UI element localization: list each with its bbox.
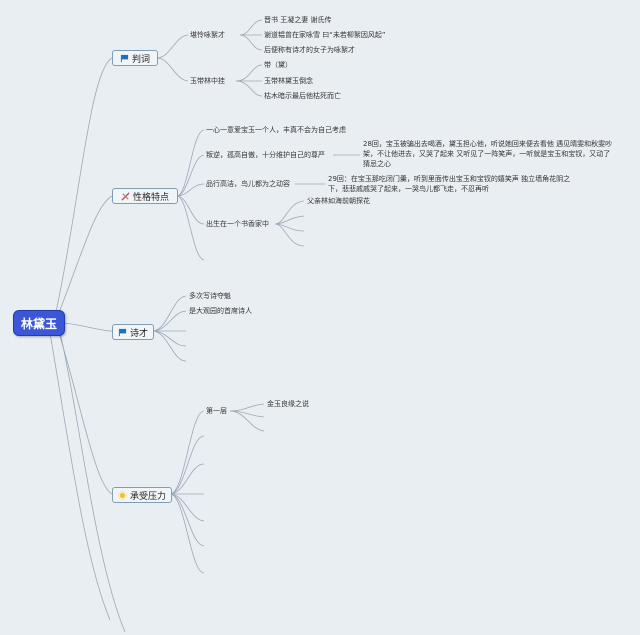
connector-t2-pinxing — [176, 183, 205, 197]
connector-root-empty-2 — [59, 331, 126, 633]
topic-panci-label: 判词 — [131, 54, 150, 65]
connector-t2-chusheng — [176, 195, 205, 225]
connector-chusheng-empty-3 — [274, 223, 305, 247]
node-chusheng[interactable]: 出生在一个书香家中 — [206, 220, 269, 228]
connector-yongxu-3 — [239, 34, 263, 51]
node-panni[interactable]: 叛逆，孤高自傲，十分维护自己的尊严 — [206, 151, 325, 159]
flag-icon — [120, 54, 129, 62]
node-jinyu[interactable]: 金玉良缘之说 — [267, 400, 309, 408]
node-diyiceng[interactable]: 第一层 — [206, 407, 227, 415]
connector-t2-xinyi — [176, 129, 205, 197]
node-shi-1[interactable]: 多次写诗夺魁 — [189, 292, 231, 300]
node-yongxu-2[interactable]: 谢道韫曾在家咏雪 曰“未若柳絮因风起” — [264, 31, 386, 39]
connector-root-empty-1 — [49, 332, 111, 621]
connector-yongxu-1 — [239, 19, 263, 36]
topic-shicai[interactable]: 诗才 — [112, 324, 154, 340]
topic-shicai-label: 诗才 — [129, 328, 148, 339]
root-node[interactable]: 林黛玉 — [13, 310, 65, 336]
node-yudai[interactable]: 玉带林中挂 — [190, 77, 225, 85]
connector-yudai-3 — [235, 80, 263, 97]
topic-xingge[interactable]: 性格特点 — [112, 188, 178, 204]
node-yongxu-1[interactable]: 晋书 王凝之妻 谢氏传 — [264, 16, 332, 24]
topic-panci[interactable]: 判词 — [112, 50, 158, 66]
node-yudai-2[interactable]: 玉带林黛玉倒念 — [264, 77, 313, 85]
connector-t4-empty-1 — [169, 435, 205, 495]
node-chusheng-1[interactable]: 父亲林如海前朝探花 — [307, 197, 370, 205]
connector-t3-shi2 — [151, 310, 187, 332]
connector-t4-empty-5 — [169, 493, 205, 547]
topic-xingge-label: 性格特点 — [132, 192, 169, 203]
connector-t3-shi1 — [151, 295, 187, 332]
connector-root-t3 — [62, 322, 113, 332]
node-panni-detail-2[interactable]: 架，不让他进去，又哭了起来 又听见了一阵笑声，一听就是宝玉和宝钗，又动了 — [363, 150, 611, 158]
node-yongxu[interactable]: 堪怜咏絮才 — [190, 31, 225, 39]
node-yudai-1[interactable]: 带（黛） — [264, 61, 292, 69]
node-pinxing-detail-1[interactable]: 29回：在宝玉那吃闭门羹，听到里面传出宝玉和宝钗的嬉笑声 独立墙角花阴之 — [328, 175, 571, 183]
connector-diyiceng-jinyu — [229, 403, 265, 412]
node-panni-detail-3[interactable]: 猜忌之心 — [363, 160, 391, 168]
node-panni-detail-1[interactable]: 28回，宝玉被骗出去喝酒，黛玉担心他，听说她回来便去看他 遇见晴雯和秋雯吵 — [363, 140, 613, 148]
topic-yali[interactable]: 承受压力 — [112, 487, 172, 503]
connector-diyiceng-empty-2 — [229, 410, 265, 432]
tools-icon — [121, 191, 130, 201]
connector-root-t2 — [57, 195, 113, 316]
connector-t4-diyiceng — [169, 410, 205, 495]
connector-lines — [49, 19, 360, 633]
node-shi-2[interactable]: 是大观园的首席诗人 — [189, 307, 252, 315]
sun-icon — [118, 490, 127, 500]
node-yudai-3[interactable]: 枯木暗示最后他枯死而亡 — [264, 92, 341, 100]
connector-root-t4 — [57, 329, 113, 495]
connector-t4-empty-2 — [169, 463, 205, 495]
connector-chusheng-1 — [274, 200, 305, 225]
topic-yali-label: 承受压力 — [129, 491, 166, 502]
connector-t1-yudai — [156, 57, 189, 82]
connector-t4-empty-4 — [169, 493, 205, 522]
root-label: 林黛玉 — [20, 316, 57, 331]
connector-t1-yongxu — [156, 34, 189, 59]
connector-t4-empty-6 — [169, 493, 205, 574]
node-xinyi[interactable]: 一心一意爱宝玉一个人，丰真不会为自己考虑 — [206, 126, 346, 134]
node-yongxu-3[interactable]: 后便称有诗才的女子为咏絮才 — [264, 46, 355, 54]
node-pinxing-detail-2[interactable]: 下，悲悲戚戚哭了起来，一哭鸟儿都飞走，不忍再听 — [328, 185, 489, 193]
connector-yudai-1 — [235, 64, 263, 82]
connector-t2-empty — [176, 195, 205, 261]
connector-t3-empty-2 — [151, 330, 187, 347]
flag-icon — [118, 328, 127, 336]
connector-root-t1 — [55, 57, 113, 313]
connector-t2-panni — [176, 154, 205, 197]
node-pinxing[interactable]: 品行高洁，鸟儿都为之动容 — [206, 180, 290, 188]
connector-t3-empty-3 — [151, 330, 187, 362]
